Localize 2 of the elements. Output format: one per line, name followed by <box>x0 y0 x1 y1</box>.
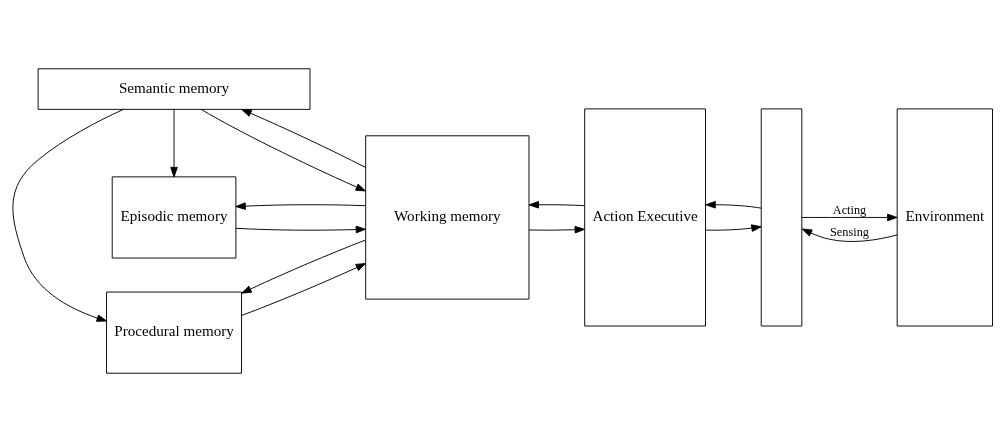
edge-label: Acting <box>832 202 867 217</box>
edge-label: Sensing <box>830 224 869 239</box>
